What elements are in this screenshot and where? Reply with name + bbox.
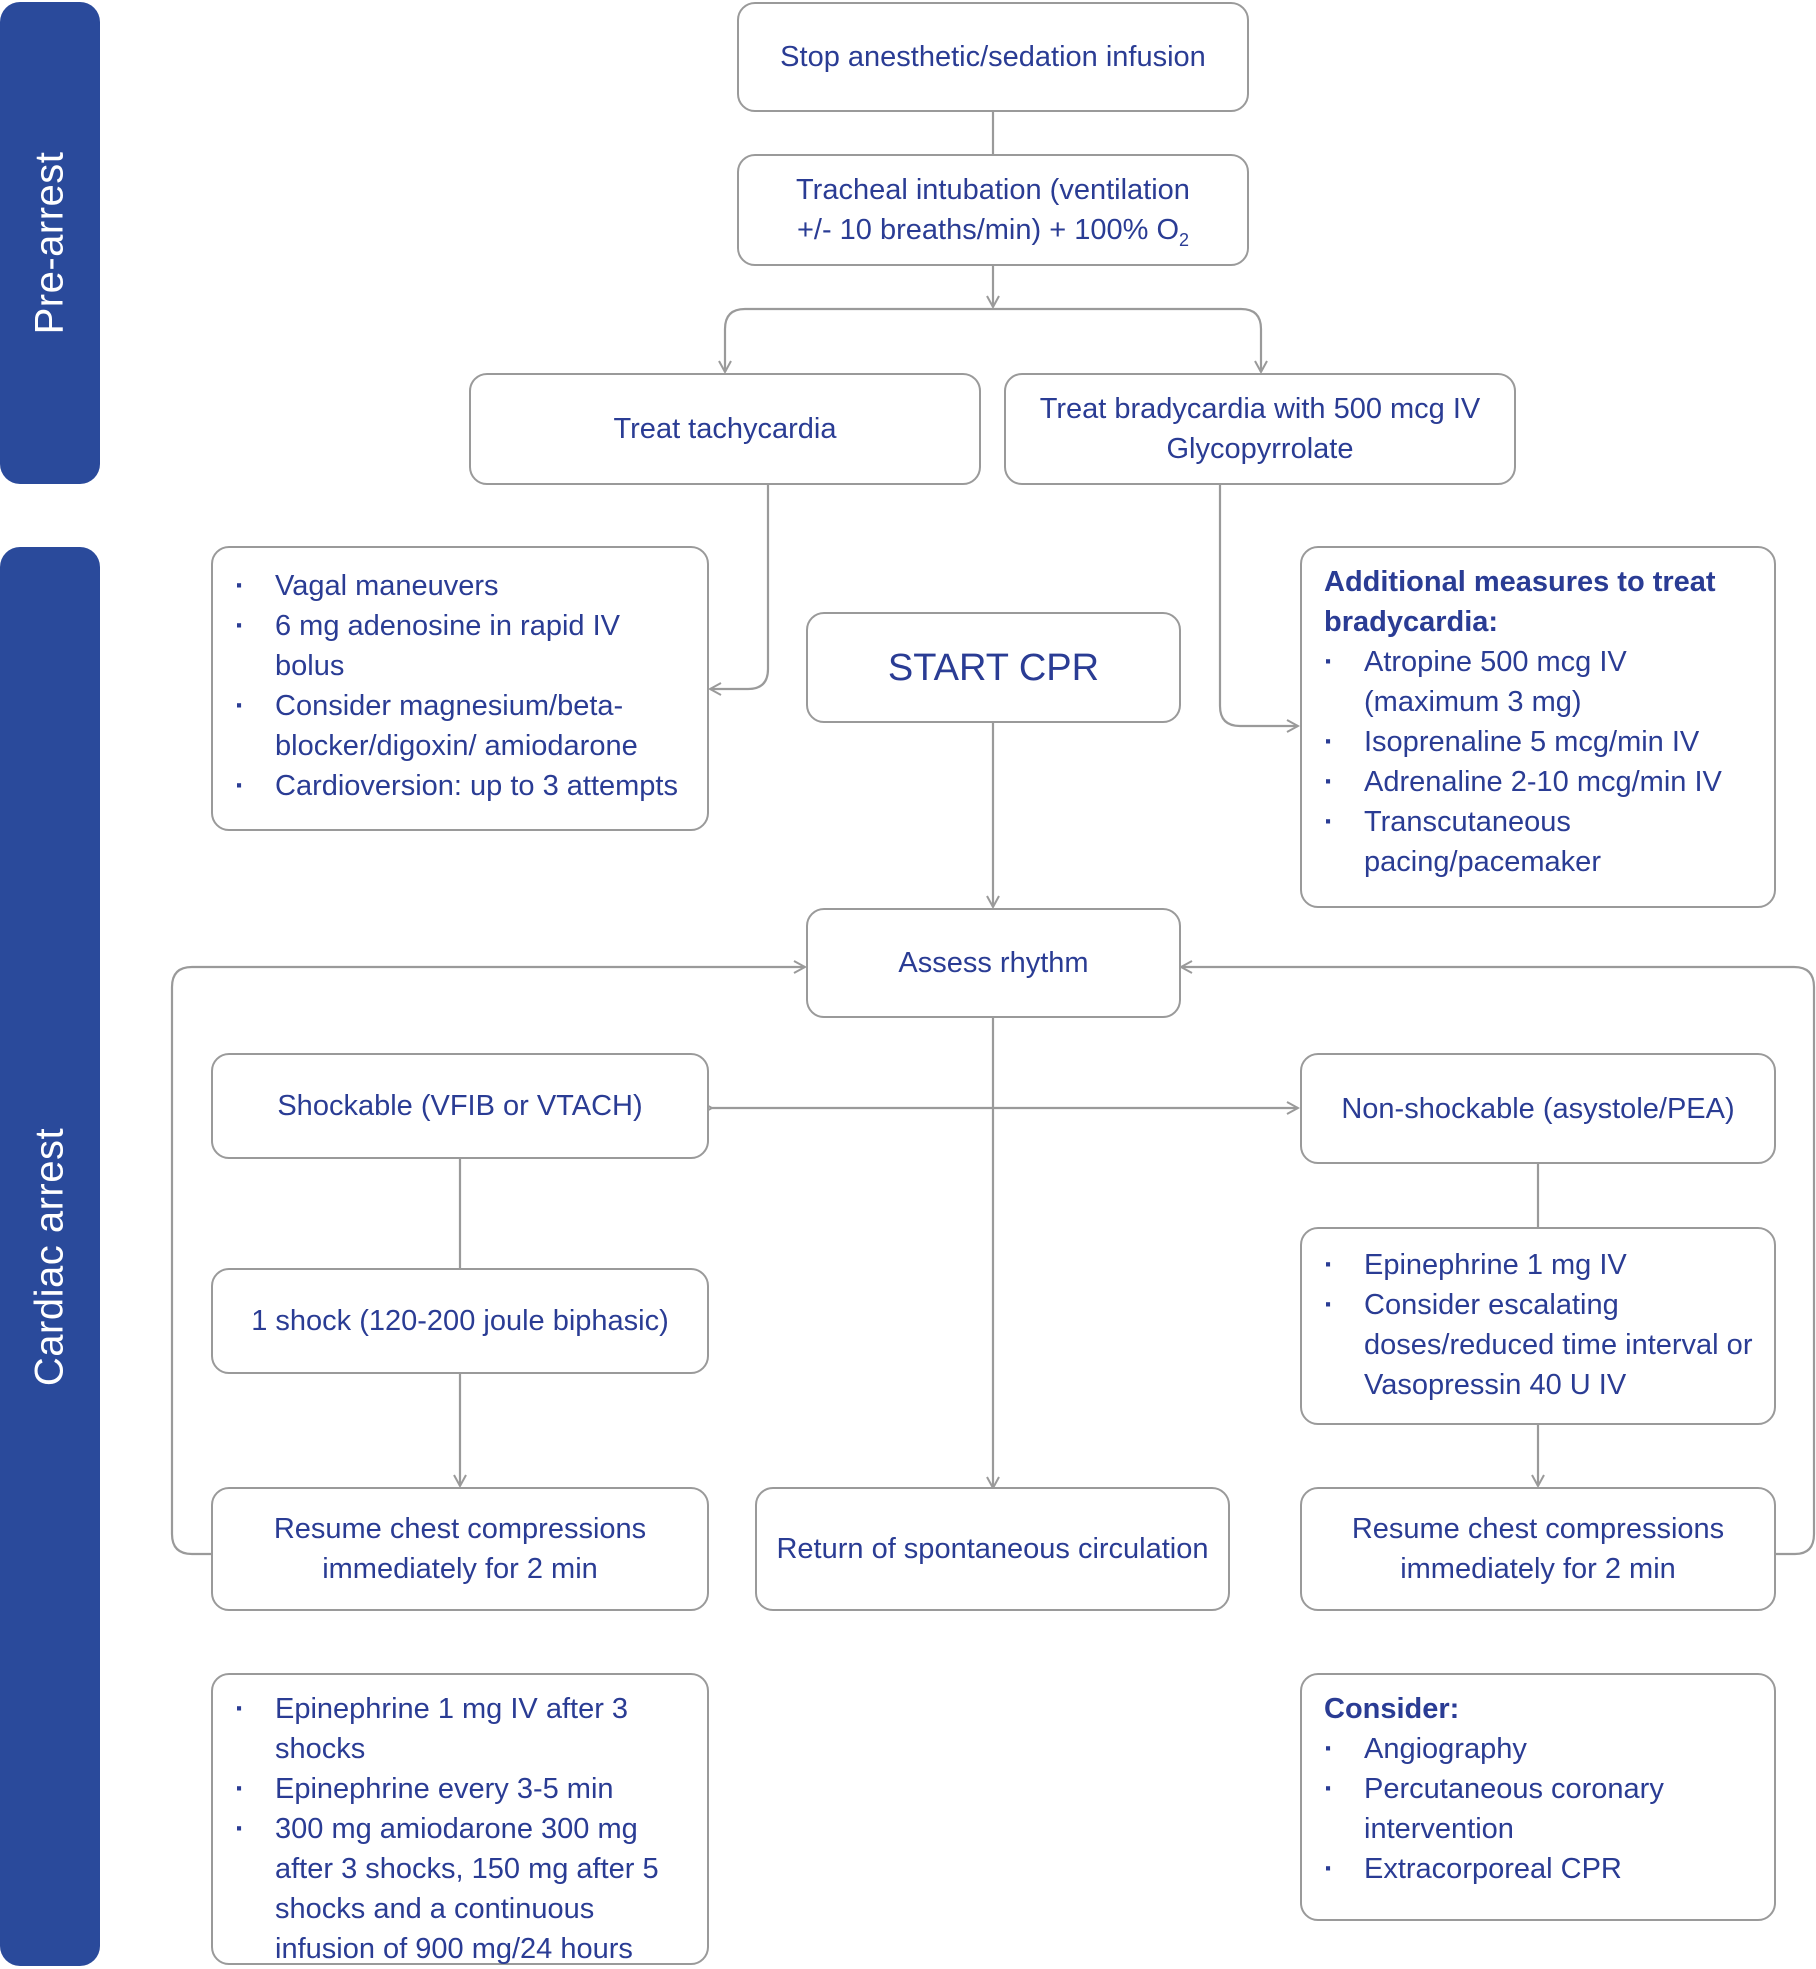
shockable-drugs-list: Epinephrine 1 mg IV after 3 shocks Epine… (235, 1689, 691, 1969)
section-label-cardiac-arrest: Cardiac arrest (27, 1127, 72, 1386)
consider-box: Consider: Angiography Percutaneous coron… (1300, 1673, 1776, 1921)
loop-left (170, 967, 805, 1556)
list-item: Epinephrine every 3-5 min (235, 1769, 691, 1809)
section-cardiac-arrest: Cardiac arrest (0, 547, 100, 1966)
tachycardia-measures-list: Vagal maneuvers 6 mg adenosine in rapid … (235, 566, 691, 806)
arrow-split-tachycardia (725, 307, 993, 372)
list-item: Percutaneous coronary intervention (1324, 1769, 1758, 1849)
arrow-split-bradycardia (993, 307, 1261, 372)
step-treat-tachycardia: Treat tachycardia (469, 373, 981, 485)
step-treat-bradycardia-line2: Glycopyrrolate (1166, 433, 1354, 465)
consider-heading: Consider: (1324, 1693, 1460, 1725)
step-resume-right-line2: immediately for 2 min (1400, 1553, 1676, 1585)
step-treat-bradycardia: Treat bradycardia with 500 mcg IV Glycop… (1004, 373, 1516, 485)
list-item: Extracorporeal CPR (1324, 1849, 1758, 1889)
list-item: 6 mg adenosine in rapid IV bolus (235, 606, 691, 686)
step-non-shockable-text: Non-shockable (asystole/PEA) (1341, 1092, 1735, 1125)
list-item: Cardioversion: up to 3 attempts (235, 766, 691, 806)
step-resume-compressions-right: Resume chest compressions immediately fo… (1300, 1487, 1776, 1611)
shockable-drugs: Epinephrine 1 mg IV after 3 shocks Epine… (211, 1673, 709, 1965)
arrow-tachycardia-measures (710, 485, 770, 689)
step-intubation-line1: Tracheal intubation (ventilation (796, 174, 1190, 206)
list-item: Vagal maneuvers (235, 566, 691, 606)
nonshockable-drugs: Epinephrine 1 mg IV Consider escalating … (1300, 1227, 1776, 1425)
step-shockable: Shockable (VFIB or VTACH) (211, 1053, 709, 1159)
step-rosc: Return of spontaneous circulation (755, 1487, 1230, 1611)
step-shock-text: 1 shock (120-200 joule biphasic) (251, 1305, 669, 1337)
step-resume-left-line2: immediately for 2 min (322, 1553, 598, 1585)
list-item: Isoprenaline 5 mcg/min IV (1324, 722, 1758, 762)
list-item: Adrenaline 2-10 mcg/min IV (1324, 762, 1758, 802)
step-rosc-text: Return of spontaneous circulation (776, 1533, 1209, 1565)
step-shockable-text: Shockable (VFIB or VTACH) (277, 1090, 643, 1122)
list-item: Angiography (1324, 1729, 1758, 1769)
step-resume-left-line1: Resume chest compressions (273, 1513, 647, 1545)
section-label-pre-arrest: Pre-arrest (27, 151, 72, 335)
list-item: 300 mg amiodarone 300 mg after 3 shocks,… (235, 1809, 691, 1969)
list-item: Epinephrine 1 mg IV after 3 shocks (235, 1689, 691, 1769)
step-resume-compressions-left: Resume chest compressions immediately fo… (211, 1487, 709, 1611)
oxygen-subscript: 2 (1179, 229, 1190, 250)
step-start-cpr: START CPR (806, 612, 1181, 723)
bradycardia-measures: Additional measures to treat bradycardia… (1300, 546, 1776, 908)
list-item: Consider escalating doses/reduced time i… (1324, 1285, 1758, 1405)
step-start-cpr-text: START CPR (887, 646, 1100, 689)
bradycardia-measures-heading: Additional measures to treat bradycardia… (1324, 566, 1716, 638)
list-item: Consider magnesium/beta-blocker/digoxin/… (235, 686, 691, 766)
step-resume-right-line1: Resume chest compressions (1351, 1513, 1725, 1545)
step-stop-infusion-text: Stop anesthetic/sedation infusion (780, 41, 1206, 73)
consider-list: Angiography Percutaneous coronary interv… (1324, 1729, 1758, 1889)
step-treat-bradycardia-line1: Treat bradycardia with 500 mcg IV (1039, 393, 1481, 425)
tachycardia-measures: Vagal maneuvers 6 mg adenosine in rapid … (211, 546, 709, 831)
step-intubation-line2: +/- 10 breaths/min) + 100% O (796, 214, 1179, 246)
step-intubation: Tracheal intubation (ventilation +/- 10 … (737, 154, 1249, 266)
step-non-shockable: Non-shockable (asystole/PEA) (1300, 1053, 1776, 1164)
section-pre-arrest: Pre-arrest (0, 2, 100, 484)
step-assess-rhythm: Assess rhythm (806, 908, 1181, 1018)
step-assess-rhythm-text: Assess rhythm (898, 947, 1089, 979)
step-treat-tachycardia-text: Treat tachycardia (613, 413, 837, 445)
nonshockable-drugs-list: Epinephrine 1 mg IV Consider escalating … (1324, 1245, 1758, 1405)
list-item: Epinephrine 1 mg IV (1324, 1245, 1758, 1285)
list-item: Transcutaneous pacing/pacemaker (1324, 802, 1758, 882)
step-stop-infusion: Stop anesthetic/sedation infusion (737, 2, 1249, 112)
bradycardia-measures-list: Atropine 500 mcg IV (maximum 3 mg) Isopr… (1324, 642, 1758, 882)
list-item: Atropine 500 mcg IV (maximum 3 mg) (1324, 642, 1758, 722)
arrow-bradycardia-measures (1218, 485, 1298, 726)
step-shock: 1 shock (120-200 joule biphasic) (211, 1268, 709, 1374)
loop-right (1181, 967, 1816, 1556)
